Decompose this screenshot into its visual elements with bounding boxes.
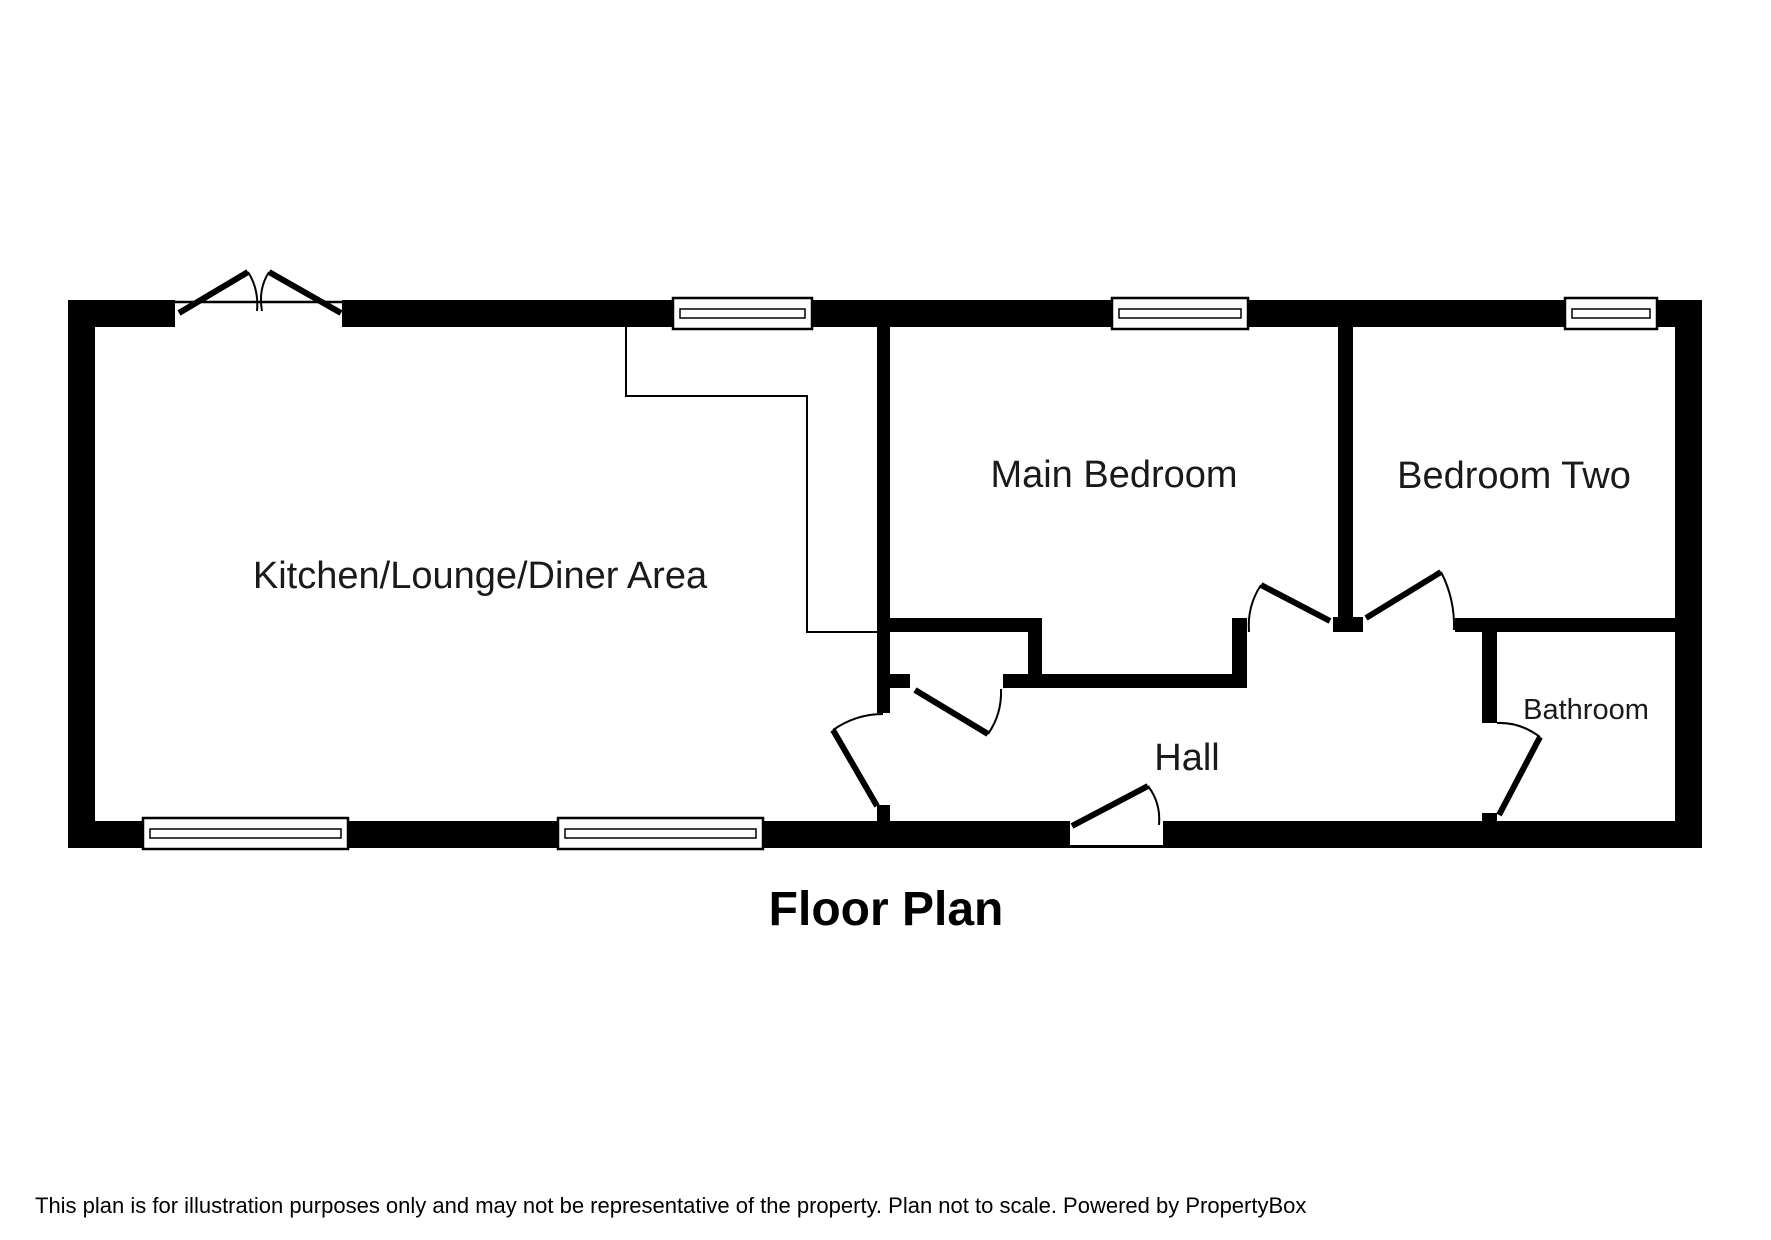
window-icon — [1563, 296, 1659, 331]
windows — [141, 296, 1659, 851]
plan-title: Floor Plan — [769, 883, 1004, 936]
bedroom-two-door-icon — [1364, 569, 1456, 631]
window-icon — [141, 816, 350, 851]
wall-bathroom-north — [1455, 618, 1675, 632]
bathroom-door-icon — [1496, 721, 1543, 817]
main-bedroom-door-icon — [1247, 582, 1332, 633]
wall-bedroom-divider — [1338, 327, 1353, 617]
doors — [175, 269, 1543, 848]
wall-post-main-bedroom-door — [1232, 618, 1247, 688]
room-label-kitchen-lounge-diner: Kitchen/Lounge/Diner Area — [253, 555, 708, 597]
kitchen-partition-outline — [625, 327, 877, 633]
front-door-icon — [1070, 783, 1163, 848]
room-label-hall: Hall — [1154, 737, 1219, 779]
wall-left — [68, 300, 95, 848]
wall-stub-bedroom-doors — [1333, 617, 1363, 632]
french-doors-icon — [175, 269, 343, 316]
wall-stub-cupboard — [890, 674, 910, 688]
interior-walls — [877, 327, 1675, 821]
disclaimer-text: This plan is for illustration purposes o… — [35, 1193, 1306, 1218]
wall-bottom-right — [1163, 821, 1702, 848]
wall-hall-north — [1003, 674, 1232, 688]
window-icon — [556, 816, 765, 851]
cupboard-door-icon — [913, 687, 1003, 737]
wall-jog — [1028, 632, 1042, 683]
room-label-main-bedroom: Main Bedroom — [990, 454, 1237, 496]
room-label-bedroom-two: Bedroom Two — [1397, 455, 1631, 497]
wall-stub-kitchen-door — [877, 805, 890, 821]
room-label-bathroom: Bathroom — [1523, 694, 1649, 726]
window-icon — [1110, 296, 1250, 331]
wall-right — [1675, 300, 1702, 848]
wall-main-bedroom-south-upper — [890, 618, 1042, 632]
wall-stub-bathroom-door — [1482, 813, 1497, 821]
kitchen-door-icon — [830, 713, 884, 808]
wall-top-main — [342, 300, 1702, 327]
wall-kitchen-divider — [877, 327, 890, 713]
window-icon — [671, 296, 814, 331]
wall-bathroom-west — [1482, 632, 1497, 723]
